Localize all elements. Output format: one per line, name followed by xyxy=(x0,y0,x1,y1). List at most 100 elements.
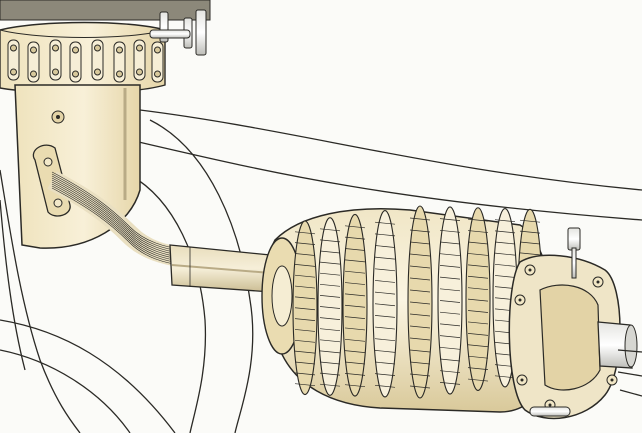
drum-tooth xyxy=(494,241,516,245)
drum-tooth xyxy=(409,361,431,365)
bolt-center xyxy=(518,298,522,302)
drum-tooth xyxy=(374,338,396,342)
drum-tooth xyxy=(294,274,316,278)
drum-tooth xyxy=(374,221,396,225)
drum-tooth xyxy=(344,270,366,274)
drum-tooth xyxy=(439,288,461,292)
drum-tooth xyxy=(374,373,396,376)
drum-tooth xyxy=(467,310,489,313)
drum-band xyxy=(292,220,318,396)
drum-tooth xyxy=(344,293,366,297)
drum-tooth xyxy=(374,326,396,330)
rotor-shaft xyxy=(169,244,273,293)
drum-tooth xyxy=(294,242,316,245)
drum-tooth xyxy=(494,230,516,234)
drum-band xyxy=(342,213,368,397)
drum-tooth xyxy=(439,335,461,338)
drum-tooth xyxy=(409,277,431,281)
cable-strand xyxy=(51,173,186,253)
drum-tooth xyxy=(294,307,316,311)
cable-strand xyxy=(51,183,186,263)
drum-tooth xyxy=(344,248,366,251)
drum-tooth xyxy=(519,241,541,245)
drum-tooth xyxy=(409,241,431,245)
bolt-center xyxy=(610,378,614,382)
drum-tooth xyxy=(439,253,461,257)
drum-tooth xyxy=(319,306,341,309)
cable-strand xyxy=(51,177,186,257)
drum-tooth xyxy=(294,383,316,387)
cable-strand xyxy=(51,181,186,261)
mounting-ring xyxy=(0,0,211,94)
drum-tooth xyxy=(344,259,366,263)
drum-tooth xyxy=(344,338,366,342)
drum-tooth xyxy=(439,276,461,280)
drum-tooth xyxy=(319,228,341,232)
drum-tooth xyxy=(409,217,431,221)
drum-tooth xyxy=(294,296,316,300)
drum-tooth xyxy=(294,318,316,321)
drum-tooth xyxy=(494,375,516,379)
drum-tooth xyxy=(319,328,341,332)
drum-tooth xyxy=(467,298,489,302)
drum-tooth xyxy=(467,355,489,359)
drum-tooth xyxy=(467,287,489,291)
drum-tooth xyxy=(467,218,489,222)
drum-tooth xyxy=(467,264,489,268)
drum-tooth xyxy=(439,370,461,374)
drum-tooth xyxy=(467,230,489,233)
background-lines xyxy=(0,109,642,433)
drum-tooth xyxy=(294,253,316,256)
bolt-head xyxy=(52,44,59,52)
bolt-head xyxy=(10,44,17,52)
drum-tooth xyxy=(294,361,316,365)
drum-tooth xyxy=(439,265,461,268)
drum-band xyxy=(465,207,491,392)
bolt-head xyxy=(136,68,143,76)
drum-tooth xyxy=(344,361,366,365)
drum-tooth xyxy=(344,327,366,331)
bolt-center xyxy=(520,378,524,382)
drum-band xyxy=(437,206,463,395)
bolt-head xyxy=(116,46,123,54)
drum-tooth xyxy=(439,218,461,221)
bolt-head xyxy=(52,68,59,76)
drum-tooth xyxy=(374,384,396,388)
drum-tooth xyxy=(409,325,431,329)
drum-tooth xyxy=(409,301,431,305)
drum-tooth xyxy=(519,252,541,256)
cable-strand xyxy=(51,175,186,255)
drum-tooth xyxy=(344,373,366,376)
drum-tooth xyxy=(467,333,489,336)
drum-tooth xyxy=(494,219,516,223)
drum-tooth xyxy=(409,229,431,233)
cable-strand xyxy=(51,171,186,251)
drum-tooth xyxy=(344,316,366,319)
drum-tooth xyxy=(467,378,489,382)
drum-tooth xyxy=(374,245,396,248)
drum-tooth xyxy=(319,295,341,298)
drum-tooth xyxy=(467,344,489,348)
drum-tooth xyxy=(319,272,341,276)
drum-tooth xyxy=(319,239,341,243)
drum-tooth xyxy=(344,236,366,240)
drum-tooth xyxy=(409,265,431,269)
drum-tooth xyxy=(374,350,396,353)
bolt-center xyxy=(596,280,600,284)
drum-tooth xyxy=(409,253,431,257)
drum-tooth xyxy=(319,283,341,287)
bolt-head xyxy=(154,46,161,54)
bolt-head xyxy=(30,70,37,78)
bolt-head xyxy=(72,46,79,54)
drum-tooth xyxy=(467,321,489,325)
drum-tooth xyxy=(374,361,396,365)
drum-tooth xyxy=(319,250,341,254)
drum-tooth xyxy=(344,225,366,229)
drum-tooth xyxy=(467,241,489,245)
bolt-head xyxy=(72,70,79,78)
drum-tooth xyxy=(467,253,489,256)
drum-tooth xyxy=(319,372,341,376)
drum-tooth xyxy=(294,339,316,343)
